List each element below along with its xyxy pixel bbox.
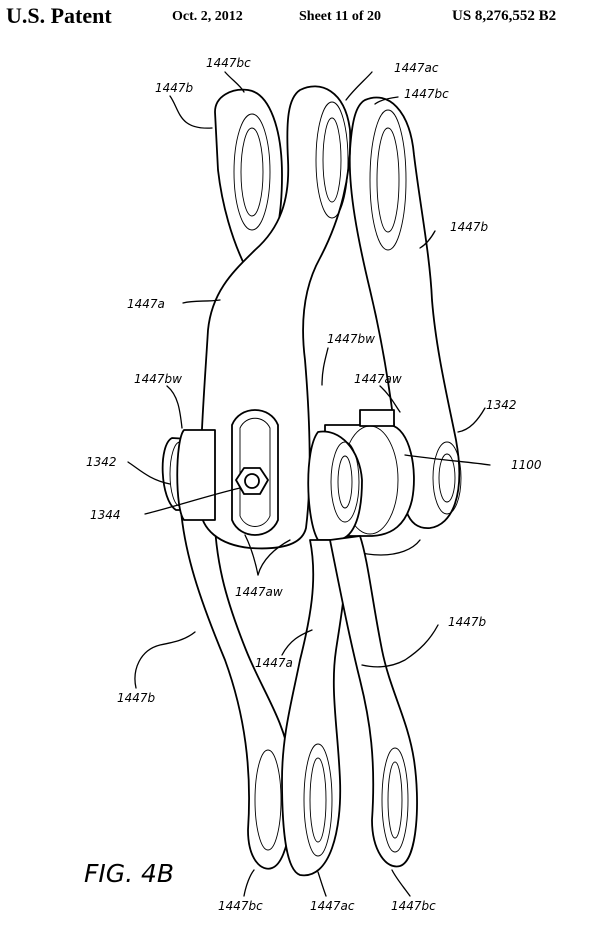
label-1447b-lower-right: 1447b (448, 615, 487, 629)
label-1447bc-top-right: 1447bc (404, 87, 449, 101)
left-link-upper (214, 88, 283, 269)
patent-date: Oct. 2, 2012 (172, 9, 243, 24)
label-1447aw-bottom: 1447aw (235, 585, 283, 599)
label-1447bw-center: 1447bw (327, 332, 375, 346)
label-1447bc-bottom-left: 1447bc (218, 899, 263, 913)
label-1342-left: 1342 (86, 455, 117, 469)
figure-label: FIG. 4B (84, 859, 174, 888)
label-1447aw-right: 1447aw (354, 372, 402, 386)
right-link (348, 96, 462, 529)
label-1447a-lower: 1447a (255, 656, 293, 670)
patent-number: US 8,276,552 B2 (452, 8, 557, 24)
label-1447ac-top: 1447ac (394, 61, 439, 75)
patent-title: U.S. Patent (6, 3, 112, 28)
patent-header: U.S. Patent Oct. 2, 2012 Sheet 11 of 20 … (0, 0, 610, 36)
label-1344: 1344 (90, 508, 121, 522)
label-1447ac-bottom: 1447ac (310, 899, 355, 913)
label-1447a-left: 1447a (127, 297, 165, 311)
label-1342-right: 1342 (486, 398, 517, 412)
label-1447b-lower-left: 1447b (117, 691, 156, 705)
label-1447b-right: 1447b (450, 220, 489, 234)
center-front-hub (307, 430, 363, 541)
slot-bolt (231, 409, 279, 536)
lower-link-b (329, 535, 418, 868)
reference-labels: 1447bc 1447b 1447ac 1447bc 1447b 1447a 1… (86, 56, 542, 913)
label-1447bc-top-left: 1447bc (206, 56, 251, 70)
label-1447bc-bottom-right: 1447bc (391, 899, 436, 913)
leader-lines (127, 71, 491, 897)
label-1447bw-left: 1447bw (134, 372, 182, 386)
lower-link-a (281, 539, 347, 877)
label-1100: 1100 (511, 458, 542, 472)
sheet-number: Sheet 11 of 20 (299, 9, 382, 24)
label-1447b-top-left: 1447b (155, 81, 194, 95)
left-link-lower (179, 479, 294, 870)
